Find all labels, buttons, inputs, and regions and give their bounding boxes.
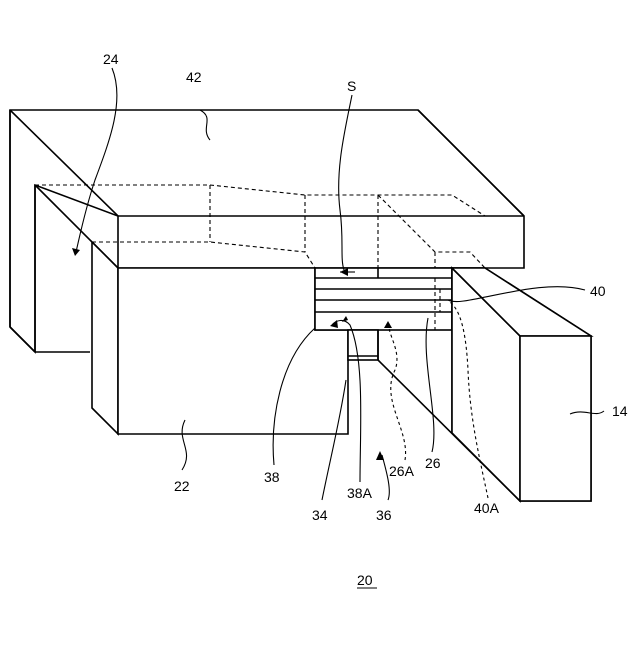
block-14 — [452, 268, 591, 501]
label-26a: 26A — [389, 463, 415, 479]
label-38a: 38A — [347, 485, 373, 501]
sensor-stack — [315, 268, 452, 330]
label-14: 14 — [612, 403, 628, 419]
leader-26a — [389, 325, 406, 460]
label-S: S — [347, 78, 356, 94]
figure-number: 20 — [357, 572, 377, 588]
block-22-side — [92, 242, 118, 434]
block-22 — [92, 242, 348, 434]
label-42: 42 — [186, 69, 202, 85]
post-34 — [348, 330, 378, 360]
label-40a: 40A — [474, 500, 500, 516]
label-24: 24 — [103, 51, 119, 67]
block-22-front — [118, 268, 348, 434]
block-14-front — [520, 336, 591, 501]
label-36: 36 — [376, 507, 392, 523]
label-38: 38 — [264, 469, 280, 485]
label-34: 34 — [312, 507, 328, 523]
label-22: 22 — [174, 478, 190, 494]
leader-26 — [426, 318, 434, 452]
figure-number-text: 20 — [357, 572, 373, 588]
label-40: 40 — [590, 283, 606, 299]
label-26: 26 — [425, 455, 441, 471]
